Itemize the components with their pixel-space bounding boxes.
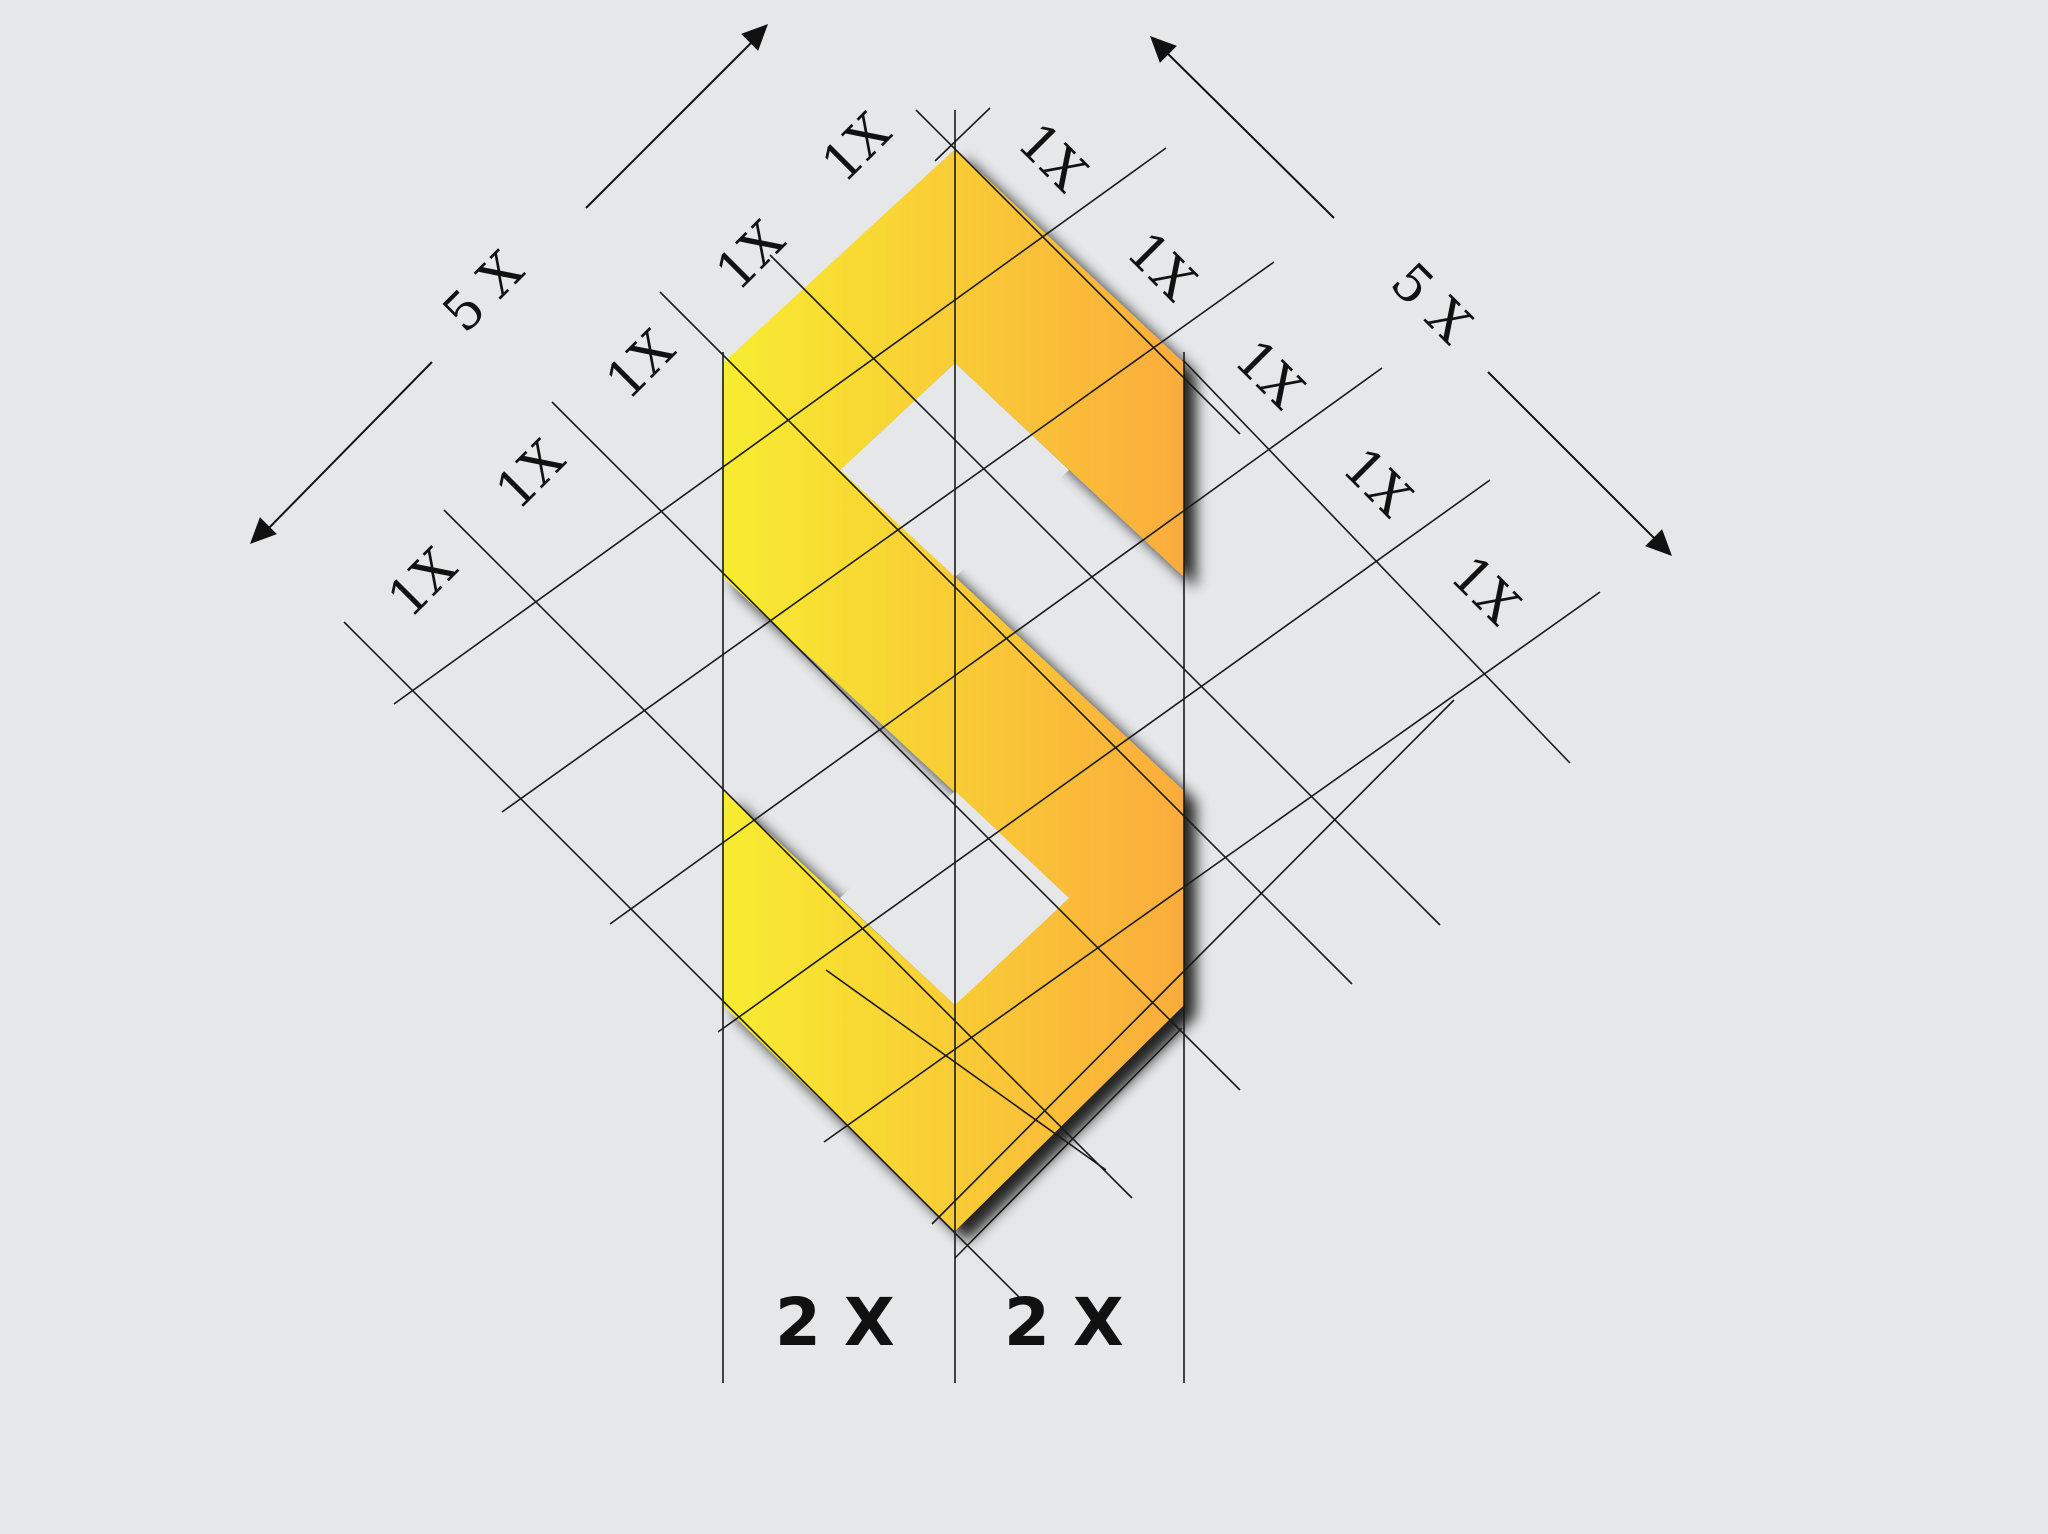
dim-5x-left-upper <box>585 31 763 209</box>
dimension-arrows <box>250 24 1672 556</box>
logo-mark <box>723 149 1184 1231</box>
arrowhead-right-bottom <box>1645 529 1672 556</box>
arrowhead-left-top <box>741 24 768 51</box>
logo-top-chevron <box>723 149 1184 1231</box>
diagonal-guide-up-2 <box>393 147 1167 705</box>
label-1x-left-2: 1X <box>485 429 577 521</box>
label-1x-left-4: 1X <box>705 210 797 302</box>
dim-5x-left-lower <box>261 361 433 536</box>
dim-5x-right-lower <box>1487 371 1665 549</box>
label-1x-right-4: 1X <box>1331 437 1423 529</box>
arrowhead-left-bottom <box>250 517 277 544</box>
label-1x-left-1: 1X <box>377 537 469 629</box>
dim-5x-right-upper <box>1155 41 1335 219</box>
diagonal-guide-down-1 <box>915 109 1241 435</box>
diagonal-guide-down-5 <box>443 509 1133 1199</box>
label-5x-left: 5 X <box>432 241 536 345</box>
label-2x-right: 2 X <box>1004 1284 1124 1361</box>
label-1x-right-5: 1X <box>1439 545 1531 637</box>
diagonal-guide-up-6 <box>823 591 1601 1143</box>
construction-grid <box>343 107 1601 1383</box>
diagonal-guide-up-7 <box>931 699 1455 1225</box>
diagonal-guide-up-4 <box>609 367 1383 925</box>
diagonal-guide-down-8 <box>825 969 1107 1171</box>
arrowhead-right-top <box>1150 36 1177 63</box>
diagonal-guide-down-4 <box>551 401 1241 1091</box>
label-1x-left-5: 1X <box>811 102 903 194</box>
diagonal-guide-up-8 <box>954 1027 1183 1259</box>
label-1x-right-1: 1X <box>1006 112 1098 204</box>
diagonal-guide-down-2 <box>769 254 1441 926</box>
diagonal-guide-down-6 <box>343 621 1023 1301</box>
diagonal-guide-up-5 <box>717 479 1491 1033</box>
diagonal-guide-up-3 <box>501 261 1275 813</box>
label-1x-right-3: 1X <box>1223 329 1315 421</box>
diagonal-guide-up-1 <box>934 107 991 162</box>
label-1x-right-2: 1X <box>1115 221 1207 313</box>
label-2x-left: 2 X <box>775 1284 895 1361</box>
label-1x-left-3: 1X <box>595 319 687 411</box>
label-5x-right: 5 X <box>1379 252 1483 356</box>
